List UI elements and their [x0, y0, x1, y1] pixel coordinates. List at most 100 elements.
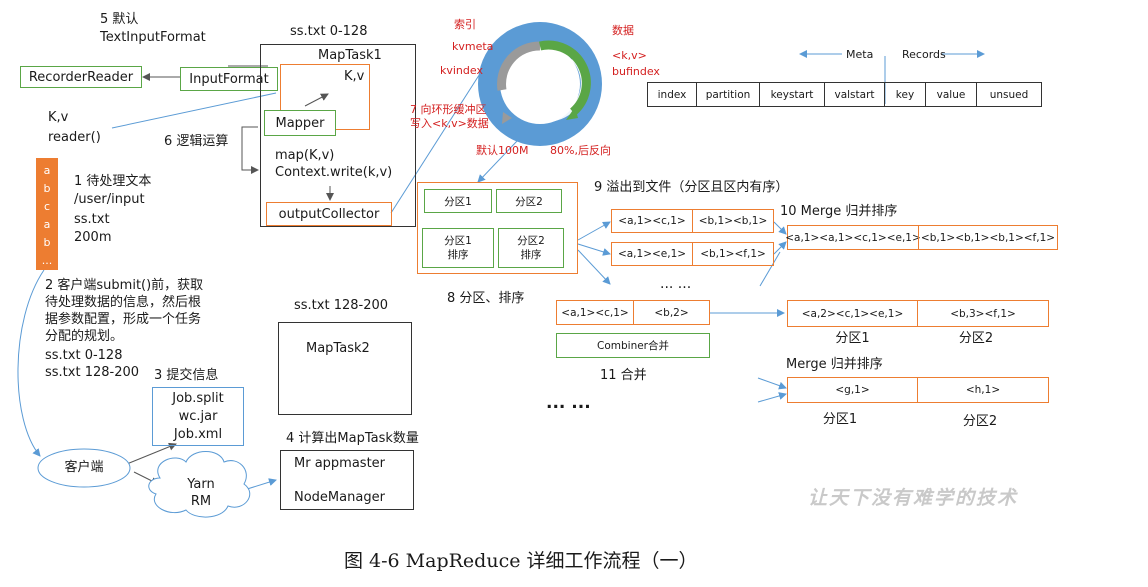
- submit-files-box: Job.split wc.jar Job.xml: [152, 387, 244, 446]
- spill-row1-cell1: <a,1><c,1>: [611, 209, 693, 233]
- ring-kv-label: <k,v>: [612, 49, 647, 62]
- map-call: map(K,v): [275, 148, 335, 163]
- node-manager-label: NodeManager: [294, 490, 385, 505]
- merge-final-partition-2: 分区2: [962, 414, 998, 429]
- partition-sort-label: 8 分区、排序: [447, 291, 525, 306]
- merge10-label: 10 Merge 归并排序: [780, 204, 898, 219]
- client-ellipse: [37, 448, 131, 488]
- input-size: 200m: [74, 230, 112, 245]
- submit-file-item: wc.jar: [178, 408, 218, 424]
- combined-cell1: <a,2><c,1><e,1>: [787, 300, 918, 327]
- maptask2-box: [278, 322, 412, 415]
- maptask1-title: MapTask1: [318, 48, 382, 63]
- ring-data-label: 数据: [612, 24, 634, 37]
- partition-2-sorted: 分区2 排序: [498, 228, 564, 268]
- ring-bufindex-label: bufindex: [612, 65, 660, 78]
- text-input-format-label: TextInputFormat: [100, 30, 206, 45]
- record-col: unsued: [976, 82, 1042, 107]
- maptask1-split-label: ss.txt 0-128: [290, 24, 368, 39]
- partition-frame: [417, 182, 578, 274]
- letter-cell: a: [43, 163, 51, 177]
- split-2-label: ss.txt 128-200: [45, 365, 140, 380]
- ring-default-size: 默认100M: [476, 144, 529, 157]
- partition-1-sorted-label: 分区1: [444, 235, 472, 247]
- combined-partition-1: 分区1: [835, 331, 870, 346]
- letter-cell: b: [43, 235, 51, 249]
- record-col: key: [884, 82, 926, 107]
- partition-2-sorted-sub: 排序: [520, 249, 542, 261]
- merge10-cell2: <b,1><b,1><b,1><f,1>: [918, 225, 1058, 250]
- ring-buffer-graphic: [478, 22, 602, 146]
- mapper-box: Mapper: [264, 110, 336, 136]
- combined-partition-2: 分区2: [958, 331, 994, 346]
- input-text-title: 1 待处理文本: [74, 174, 152, 189]
- combiner-cell2: <b,2>: [633, 300, 710, 325]
- merge-final-cell1: <g,1>: [787, 377, 918, 403]
- input-file: ss.txt: [74, 212, 110, 227]
- ring-write-desc-1: 7 向环形缓冲区: [410, 103, 487, 116]
- maptask1-box: [260, 44, 416, 227]
- maptask2-title: MapTask2: [306, 341, 370, 356]
- meta-col: keystart: [759, 82, 825, 107]
- partition-1-sorted: 分区1 排序: [422, 228, 494, 268]
- spill-row1-cell2: <b,1><b,1>: [692, 209, 774, 233]
- context-write: Context.write(k,v): [275, 165, 393, 180]
- merge-final-partition-1: 分区1: [822, 412, 858, 427]
- letter-cell: ...: [41, 253, 53, 267]
- meta-col: valstart: [824, 82, 885, 107]
- rm-label: RM: [190, 494, 212, 509]
- combiner-dots: ... ...: [546, 393, 591, 413]
- input-path: /user/input: [74, 192, 145, 207]
- client-label: 客户端: [64, 460, 104, 475]
- ring-kvmeta-label: kvmeta: [452, 40, 494, 53]
- mr-appmaster-label: Mr appmaster: [294, 456, 386, 471]
- submit-file-item: Job.xml: [173, 426, 223, 442]
- meta-col: partition: [696, 82, 760, 107]
- ring-spill-threshold: 80%,后反向: [550, 144, 611, 157]
- partition-2-sorted-label: 分区2: [517, 235, 545, 247]
- yarn-cloud-graphic: [148, 451, 251, 518]
- combiner-cell1: <a,1><c,1>: [556, 300, 634, 325]
- maptask1-kv: K,v: [344, 69, 365, 84]
- meta-label: Meta: [846, 48, 874, 61]
- output-collector-box: outputCollector: [266, 202, 392, 226]
- ring-write-desc-2: 写入<k,v>数据: [410, 117, 489, 130]
- combiner-box: Combiner合并: [556, 333, 710, 358]
- letter-cell: a: [43, 217, 51, 231]
- record-col: value: [925, 82, 977, 107]
- partition-2: 分区2: [496, 189, 562, 213]
- reader-call-label: reader(): [48, 130, 101, 145]
- partition-1-sorted-sub: 排序: [447, 249, 469, 261]
- spill-label: 9 溢出到文件（分区且区内有序）: [594, 180, 789, 195]
- partition-1: 分区1: [424, 189, 492, 213]
- reader-kv-label: K,v: [48, 110, 69, 125]
- records-label: Records: [902, 48, 946, 61]
- split-1-label: ss.txt 0-128: [45, 348, 123, 363]
- merge10-cell1: <a,1><a,1><c,1><e,1>: [785, 225, 921, 250]
- combine-step-label: 11 合并: [600, 368, 647, 383]
- spill-row2-cell1: <a,1><e,1>: [611, 242, 693, 266]
- submit-file-item: Job.split: [172, 390, 224, 406]
- input-text-strip: a b c a b ...: [36, 158, 58, 270]
- meta-col: index: [647, 82, 697, 107]
- maptask2-split-label: ss.txt 128-200: [294, 298, 389, 313]
- merge-final-cell2: <h,1>: [917, 377, 1049, 403]
- input-format-box: InputFormat: [180, 67, 278, 91]
- appmaster-box: [280, 450, 414, 510]
- submit-description: 2 客户端submit()前，获取待处理数据的信息，然后根据参数配置，形成一个任…: [45, 278, 204, 344]
- letter-cell: b: [43, 181, 51, 195]
- recorder-reader-box: RecorderReader: [20, 66, 142, 88]
- ring-kvindex-label: kvindex: [440, 64, 483, 77]
- merge-final-label: Merge 归并排序: [786, 357, 883, 372]
- spill-ellipsis: ... ...: [660, 276, 692, 292]
- yarn-label: Yarn: [187, 477, 215, 492]
- letter-cell: c: [43, 199, 51, 213]
- logic-op-label: 6 逻辑运算: [164, 134, 229, 149]
- ring-index-label: 索引: [454, 18, 476, 31]
- combined-cell2: <b,3><f,1>: [917, 300, 1049, 327]
- watermark: 让天下没有难学的技术: [808, 487, 1019, 509]
- spill-row2-cell2: <b,1><f,1>: [692, 242, 774, 266]
- figure-caption: 图 4-6 MapReduce 详细工作流程（一）: [344, 550, 698, 572]
